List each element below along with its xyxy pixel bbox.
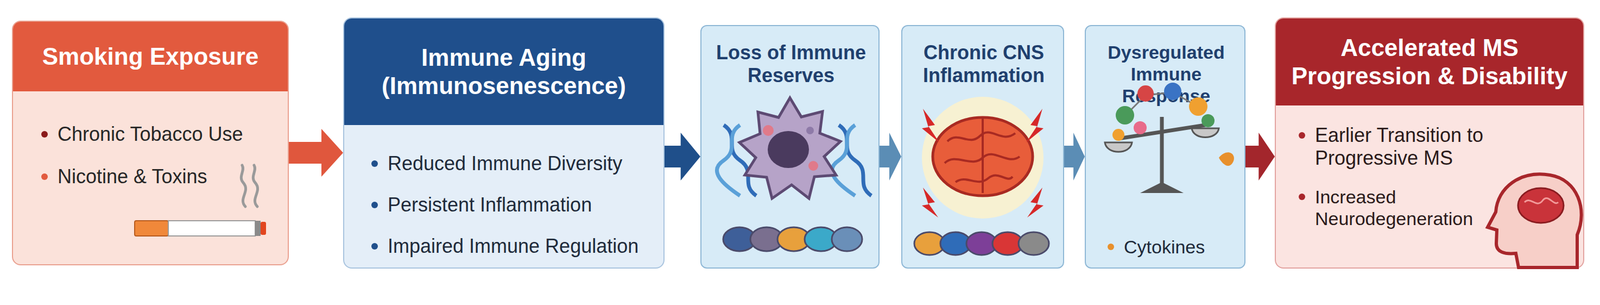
cytokine-ball [1137, 85, 1154, 102]
balance-post [1160, 116, 1165, 188]
head-brain [1518, 187, 1564, 223]
cytokine-ball [1115, 105, 1135, 125]
small-cell [914, 231, 945, 255]
head-silhouette [1487, 173, 1582, 268]
brain-folds [1524, 198, 1559, 204]
brain-shape [932, 117, 1033, 196]
header-band: Accelerated MS Progression & Disability [1275, 18, 1584, 106]
block-arrow [1064, 132, 1085, 181]
cigarette-paper [168, 220, 256, 236]
cytokine-link [1145, 92, 1173, 96]
dna-strand [717, 124, 741, 196]
bullet-dot [371, 201, 378, 208]
cytokine-ball [1133, 121, 1147, 135]
small-cell [1018, 231, 1049, 255]
bullet-dot [371, 160, 378, 167]
block-arrow [879, 132, 902, 181]
cell-row [723, 226, 863, 251]
block-arrow [288, 128, 344, 177]
cytokine-link [1172, 92, 1198, 106]
block-arrow [664, 132, 701, 181]
bullet-text: Earlier Transition to Progressive MS [1314, 123, 1533, 170]
bullet-dot [41, 130, 48, 138]
cigarette-icon [134, 220, 267, 236]
cell-organelle [762, 124, 774, 136]
dna-strand [723, 124, 757, 196]
cigarette-ash [255, 220, 261, 236]
lightning-bolt [1027, 187, 1044, 218]
bullet-dot [1298, 131, 1306, 139]
small-cell [750, 226, 783, 251]
brain-folds [944, 118, 1020, 193]
small-cell [831, 226, 863, 251]
process-box: Dysregulated Immune ResponseCytokines [1084, 24, 1246, 269]
box-heading: Accelerated MS Progression & Disability [1285, 33, 1574, 91]
process-box: Immune Aging (Immunosenescence) Reduced I… [343, 17, 665, 269]
header-band: Smoking Exposure [13, 21, 288, 92]
bullet-dot [41, 173, 48, 180]
bullet-text: Nicotine & Toxins [57, 165, 281, 188]
bullet-text: Reduced Immune Diversity [387, 152, 654, 175]
bullet-dot [1107, 243, 1115, 250]
cell-nucleus [767, 130, 809, 168]
bullet-text: Chronic Tobacco Use [57, 122, 281, 146]
small-cell [940, 231, 971, 255]
cell-organelle [808, 160, 819, 171]
box-heading: Smoking Exposure [22, 42, 278, 71]
box-heading: Chronic CNS Inflammation [907, 41, 1060, 88]
header-band: Immune Aging (Immunosenescence) [344, 18, 664, 125]
block-arrow [1245, 132, 1275, 181]
bullet-dot [371, 242, 378, 250]
smoke-wisp [241, 165, 246, 207]
lightning-bolt [921, 108, 940, 143]
balance-pan [1191, 128, 1219, 138]
small-cell [777, 226, 811, 251]
immune-cell-icon [717, 97, 872, 199]
small-cell [804, 226, 838, 251]
box-heading: Loss of Immune Reserves [712, 41, 870, 88]
balance-pan [1104, 142, 1132, 152]
small-cell [992, 231, 1023, 255]
box-heading: Immune Aging (Immunosenescence) [357, 43, 651, 100]
process-box: Chronic CNS Inflammation [901, 24, 1065, 269]
lightning-bolt [1026, 108, 1044, 143]
bullet-text: Persistent Inflammation [387, 193, 654, 217]
balance-base [1140, 181, 1184, 193]
bullet-text: Impaired Immune Regulation [387, 234, 654, 258]
process-box: Loss of Immune Reserves [700, 24, 880, 269]
cytokine-ball [1164, 82, 1182, 100]
small-cell [723, 226, 756, 251]
inflamed-brain-icon [921, 96, 1044, 219]
smoke-wisps [241, 165, 258, 207]
bullet-text: Cytokines [1123, 235, 1238, 258]
dna-strand [838, 124, 872, 196]
process-box: Accelerated MS Progression & DisabilityE… [1274, 17, 1585, 269]
cell-row [914, 231, 1049, 255]
smoke-wisp [253, 165, 258, 207]
cytokine-ball [1189, 97, 1208, 116]
balance-icon [1104, 82, 1235, 193]
lightning-bolt [921, 187, 939, 218]
head-icon [1487, 173, 1582, 268]
box-heading: Dysregulated Immune Response [1090, 41, 1243, 107]
cigarette-ember [260, 221, 267, 235]
dna-strand [832, 124, 856, 196]
cell-membrane [739, 97, 841, 199]
bullet-text: Increased Neurodegeneration [1314, 185, 1489, 230]
cell-organelle [806, 126, 814, 135]
balance-beam [1118, 124, 1206, 139]
cytokine-ball [1201, 114, 1215, 128]
process-box: Smoking ExposureChronic Tobacco UseNicot… [11, 20, 289, 265]
cytokine-leaf [1218, 152, 1235, 166]
small-cell [966, 231, 997, 255]
inflammation-glow [921, 96, 1044, 219]
cytokine-link [1126, 95, 1146, 115]
cigarette-filter [134, 220, 169, 236]
cytokine-ball [1112, 128, 1125, 141]
bullet-dot [1298, 193, 1306, 200]
